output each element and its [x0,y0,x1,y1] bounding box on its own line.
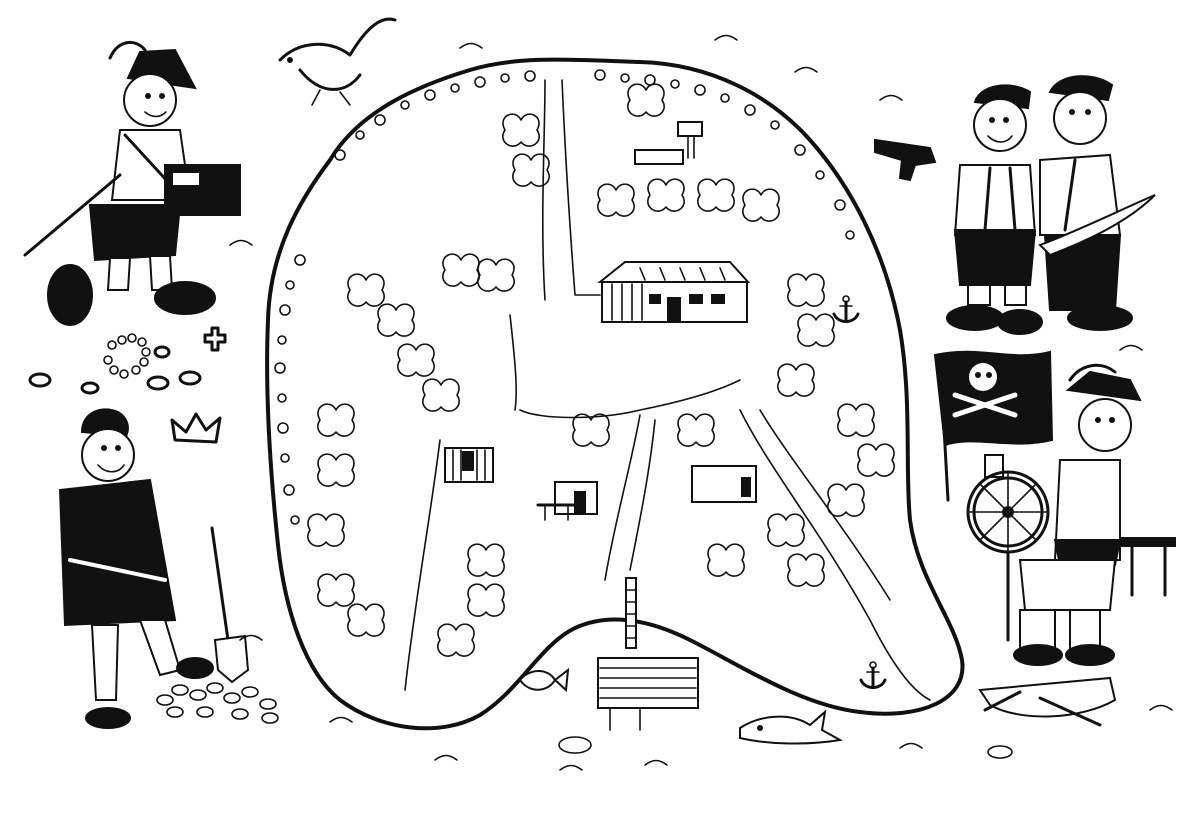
pirate-with-treasure-chest [23,41,241,326]
pirate-with-shovel [58,408,279,729]
ships-wheel-icon [966,470,1050,642]
treasure-trinkets [28,326,227,444]
anchor-icon [859,661,887,689]
cross-icon [203,326,227,352]
island-paths [404,79,931,701]
water-waves [229,34,1173,771]
seagull-icon [278,17,397,106]
anchor-icon [832,295,860,323]
fish-icon [518,667,570,693]
coins-icon [28,345,202,395]
pirate-with-sword [1038,75,1156,331]
main-house [597,261,751,323]
outbuilding-east [691,465,757,503]
pirate-captain-at-wheel [966,363,1176,666]
necklace-icon [103,333,151,379]
north-shed [634,121,703,165]
pirate-with-pistol [874,84,1043,335]
small-hut [536,481,598,521]
treasure-pile [156,682,279,724]
shark-icon [739,709,843,745]
pier [625,577,637,649]
pier-house [597,657,699,731]
bushes [307,83,895,657]
island-outline [265,57,965,731]
shore-stones [274,69,855,525]
shed-west [444,447,494,483]
rowboat-icon [978,676,1117,727]
skull-and-crossbones-icon [952,363,1018,418]
crown-icon [170,412,222,444]
jolly-roger-flag [933,350,1054,502]
